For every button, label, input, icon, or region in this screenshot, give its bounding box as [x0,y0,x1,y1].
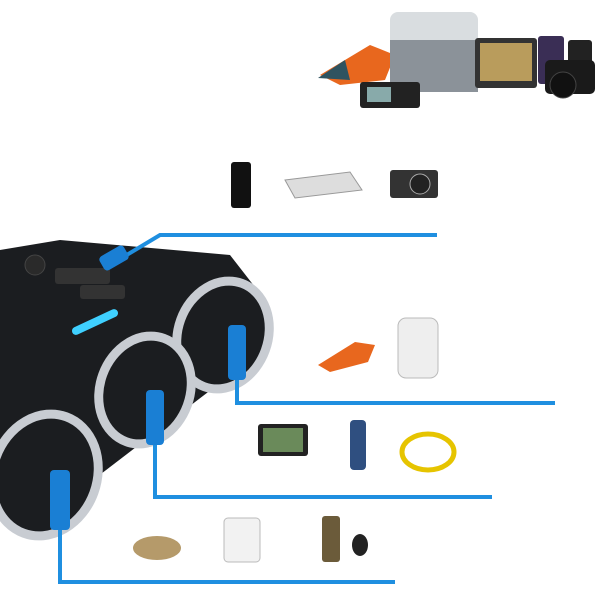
vacuum-icon [320,45,395,85]
socket-rings [0,276,274,541]
thermos-icon [350,420,366,470]
mini-fridge-icon [397,317,439,379]
air-purifier-icon [133,536,181,560]
tablet-icon [284,171,363,199]
plug-icon [99,245,129,271]
air-compressor-icon [399,431,457,473]
smartphone-icon [231,162,251,208]
cable-line [235,350,555,405]
plugs [50,245,246,530]
cable-line [153,410,492,499]
plug-icon [50,470,70,530]
thermos-cup-icon [322,516,340,562]
plug-icon [228,325,246,380]
plug-icon [146,390,164,445]
car-socket-splitter [0,240,274,541]
vacuum-icon [318,342,375,372]
banner-devices [318,12,595,108]
mini-fridge-icon [223,517,261,563]
led-indicator [71,309,119,335]
